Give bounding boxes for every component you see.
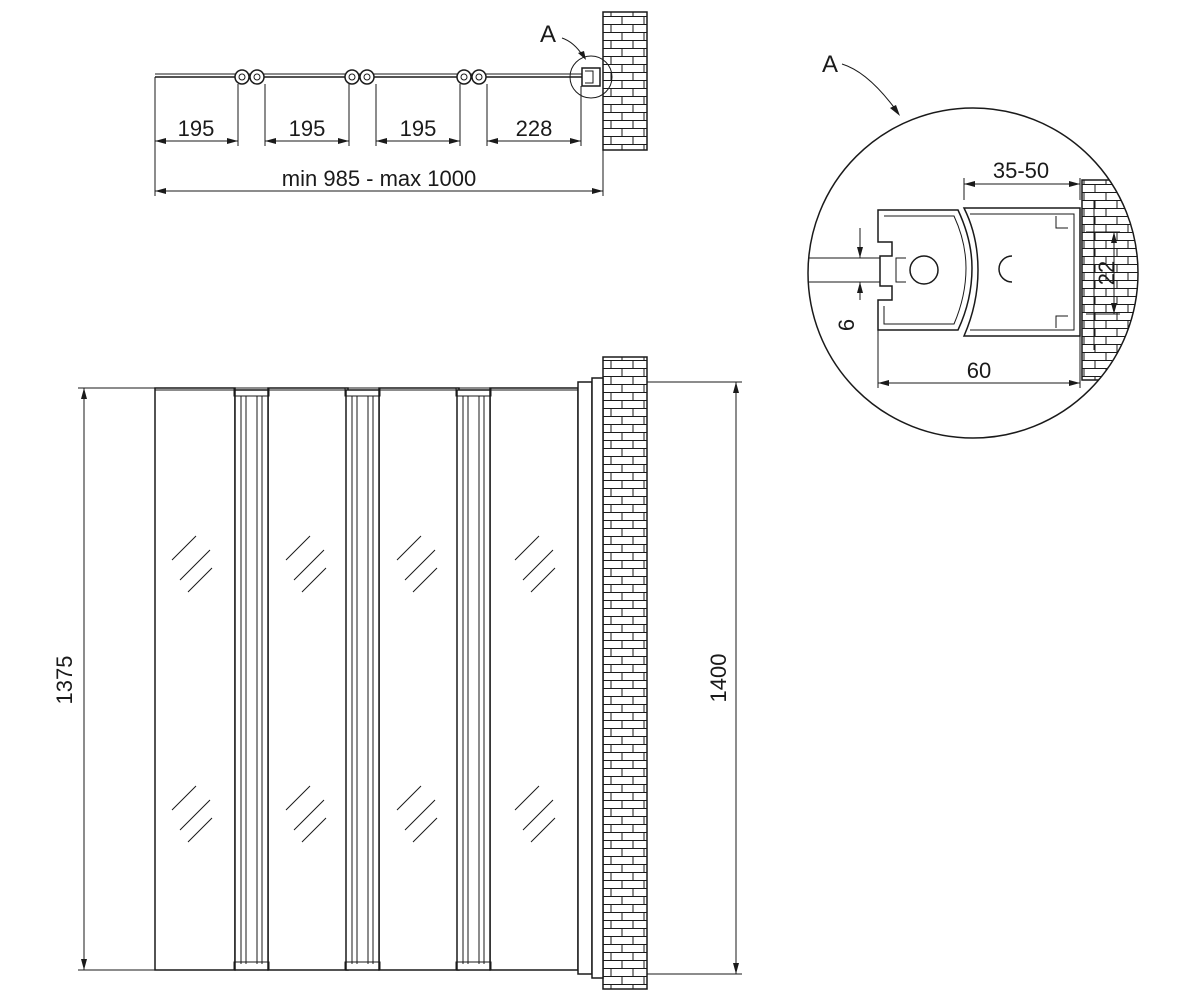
- dim-total: min 985 - max 1000: [155, 166, 603, 194]
- detail-label-a: A: [822, 51, 838, 78]
- dim-6: 6: [834, 228, 878, 331]
- svg-text:195: 195: [178, 116, 215, 141]
- wall-top: [602, 11, 648, 151]
- svg-text:228: 228: [516, 116, 553, 141]
- dim-60: 60: [877, 330, 1081, 388]
- hinge-strip-3: [455, 387, 492, 971]
- svg-text:1400: 1400: [706, 654, 731, 703]
- svg-text:195: 195: [289, 116, 326, 141]
- wall-profile: [577, 381, 593, 975]
- top-view: A 195 195 195 228: [154, 11, 648, 196]
- svg-text:22: 22: [1094, 261, 1119, 285]
- detail-circle: [807, 107, 1139, 439]
- hinge-3: [456, 69, 487, 85]
- callout-circle-a: [569, 55, 613, 99]
- dim-22: 22: [1086, 231, 1120, 315]
- svg-text:60: 60: [967, 358, 991, 383]
- svg-text:6: 6: [834, 319, 859, 331]
- svg-text:35-50: 35-50: [993, 158, 1049, 183]
- svg-text:1375: 1375: [52, 656, 77, 705]
- dim-35-50: 35-50: [963, 158, 1081, 200]
- panel-4: [489, 387, 579, 971]
- dim-seg-2: 195: [265, 116, 349, 144]
- glass-reflections: [171, 535, 556, 843]
- hinge-1: [234, 69, 265, 85]
- svg-text:min 985 - max 1000: min 985 - max 1000: [282, 166, 476, 191]
- hinge-strip-1: [233, 387, 270, 971]
- dim-height-right: 1400: [647, 381, 742, 975]
- dim-seg-1: 195: [155, 116, 238, 144]
- panel-2: [267, 387, 349, 971]
- svg-text:195: 195: [400, 116, 437, 141]
- front-view: 1375 1400: [52, 356, 742, 990]
- wall-front: [602, 356, 648, 990]
- panel-1: [154, 387, 236, 971]
- panel-3: [378, 387, 460, 971]
- dim-seg-3: 195: [376, 116, 460, 144]
- detail-a: A 35-50: [807, 51, 1139, 439]
- hinge-2: [344, 69, 375, 85]
- dim-height-left: 1375: [52, 387, 155, 971]
- hinge-strip-2: [344, 387, 381, 971]
- dim-seg-4: 228: [487, 116, 581, 144]
- callout-label-a: A: [540, 21, 556, 48]
